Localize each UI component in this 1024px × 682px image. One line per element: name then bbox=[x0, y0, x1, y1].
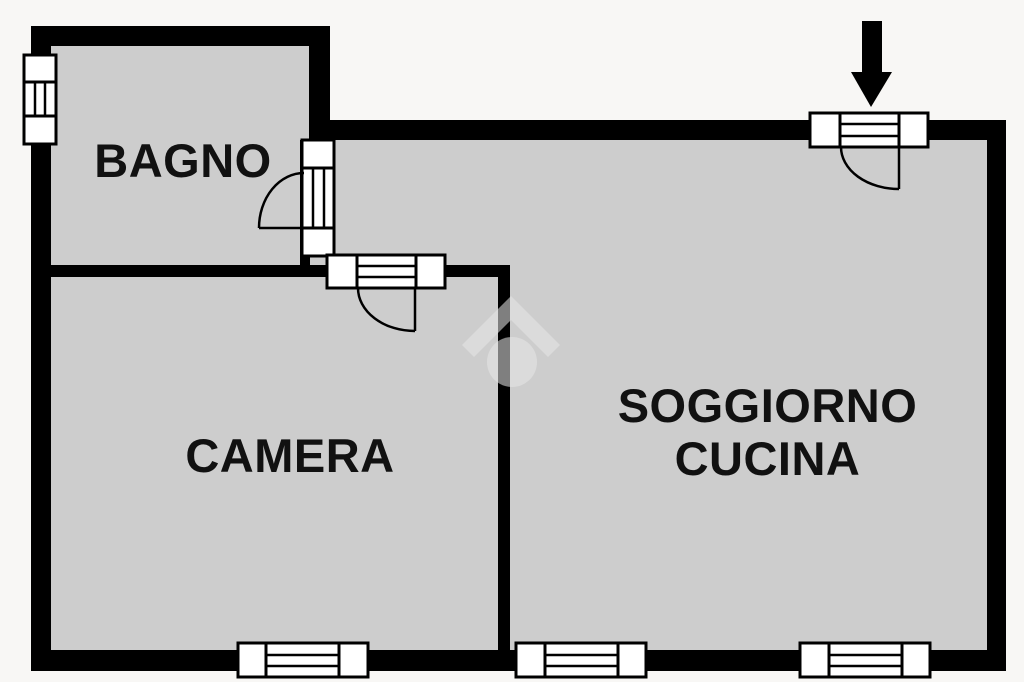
soggiorno-bottom-window-2 bbox=[798, 641, 932, 679]
label-soggiorno-line1: SOGGIORNO bbox=[617, 379, 918, 432]
watermark-logo-icon bbox=[462, 296, 560, 387]
label-soggiorno: SOGGIORNO CUCINA bbox=[580, 379, 955, 485]
wall-right bbox=[987, 120, 1006, 671]
wall-bagno-camera-divider bbox=[51, 265, 331, 277]
wall-bagno-top bbox=[31, 26, 330, 46]
bagno-left-window bbox=[22, 53, 58, 146]
wall-left bbox=[31, 26, 51, 671]
label-bagno: BAGNO bbox=[94, 134, 272, 187]
room-bagno bbox=[51, 46, 309, 266]
label-camera: CAMERA bbox=[185, 429, 395, 482]
entrance-door bbox=[808, 111, 930, 191]
soggiorno-bottom-window-1 bbox=[514, 641, 648, 679]
label-soggiorno-line2: CUCINA bbox=[674, 431, 861, 485]
wall-bagno-right-upper bbox=[309, 26, 330, 140]
wall-camera-top-right bbox=[440, 265, 510, 277]
camera-bottom-window bbox=[236, 641, 370, 679]
entrance-arrow-icon bbox=[851, 21, 892, 107]
bagno-door bbox=[257, 138, 336, 258]
camera-door bbox=[325, 253, 447, 333]
